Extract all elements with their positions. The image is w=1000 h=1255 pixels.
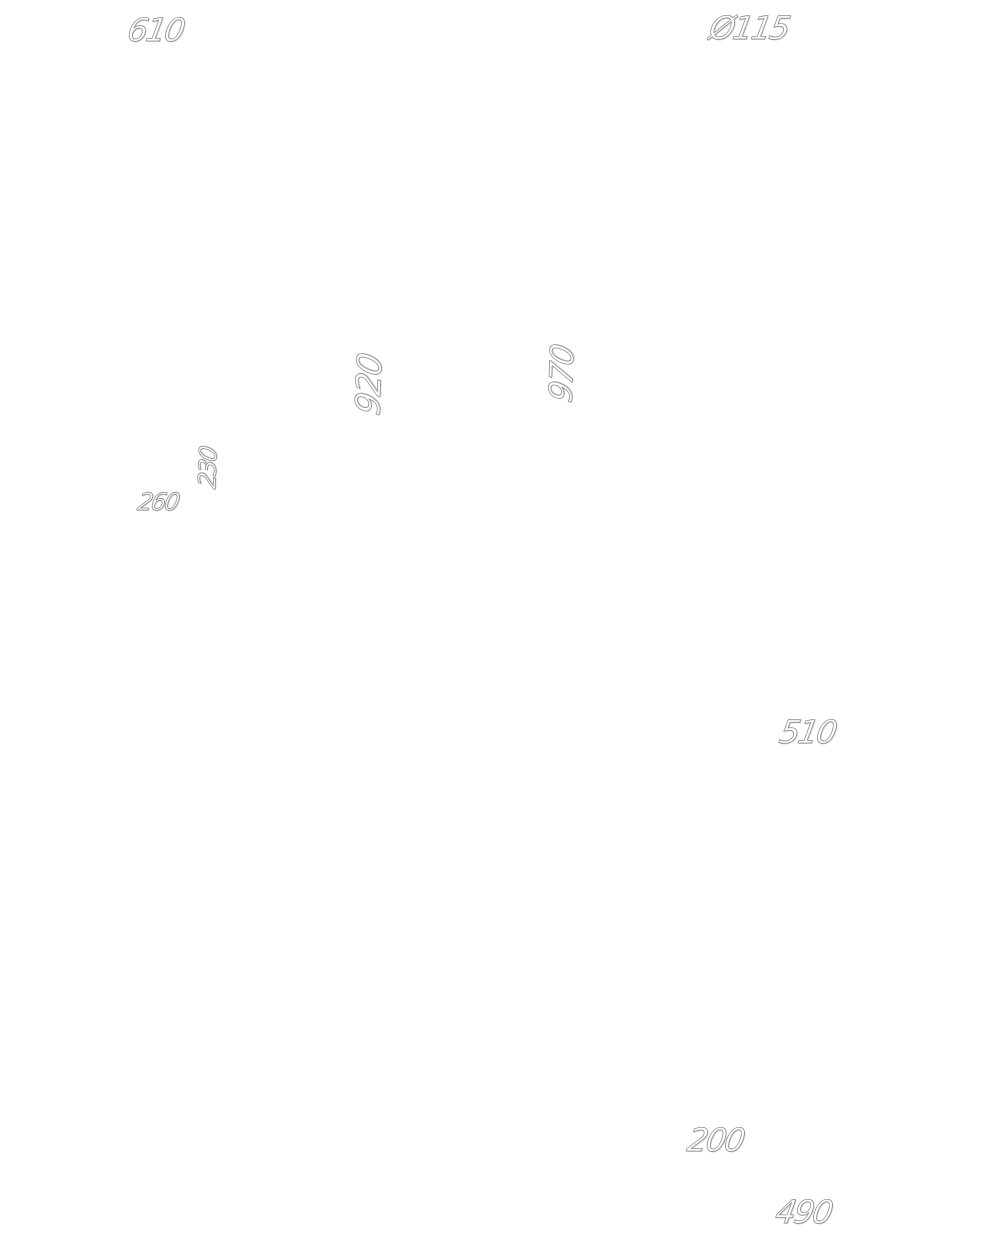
- dimension-label-920: 920: [348, 351, 391, 419]
- dimension-label-diameter-115: Ø115: [706, 9, 792, 48]
- dimension-label-510: 510: [776, 713, 839, 752]
- dimension-label-200: 200: [684, 1121, 747, 1160]
- dimension-label-230: 230: [193, 445, 223, 491]
- dimension-label-490: 490: [772, 1193, 835, 1232]
- dimension-label-970: 970: [541, 342, 582, 406]
- dimension-label-260: 260: [135, 488, 181, 517]
- dimension-label-610: 610: [124, 11, 187, 50]
